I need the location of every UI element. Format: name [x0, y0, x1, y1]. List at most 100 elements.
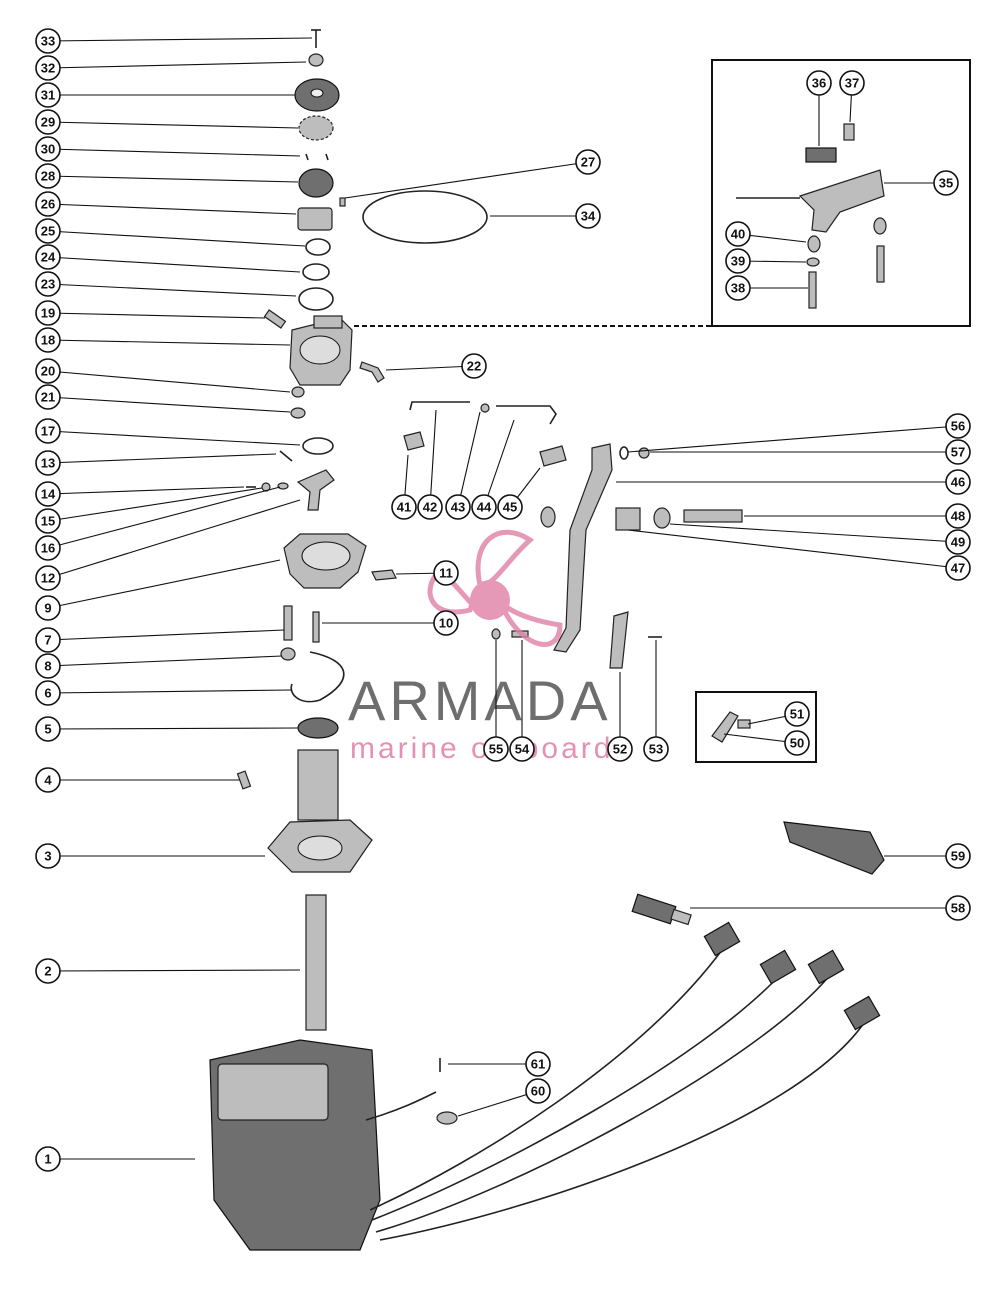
callout-number: 15 — [41, 514, 55, 529]
part-31-gear — [294, 78, 340, 112]
leader-line-14 — [47, 486, 245, 495]
callout-7: 7 — [35, 627, 61, 653]
part-35-nut-right — [873, 217, 887, 235]
part-46-throttle-arm — [553, 443, 613, 653]
leader-line-42 — [429, 409, 437, 508]
callout-8: 8 — [35, 653, 61, 679]
leader-line-21 — [47, 396, 291, 413]
callout-number: 44 — [477, 500, 492, 515]
callout-number: 40 — [731, 227, 745, 242]
part-29-gear — [298, 115, 334, 141]
part-36-block — [805, 147, 837, 163]
callout-52: 52 — [607, 736, 633, 762]
callout-number: 18 — [41, 333, 55, 348]
callout-number: 2 — [44, 964, 51, 979]
leader-line-47 — [627, 529, 959, 569]
callout-number: 51 — [790, 707, 804, 722]
part-32-nut — [308, 53, 324, 67]
part-35-screw-right — [876, 245, 885, 283]
callout-59: 59 — [945, 843, 971, 869]
callout-31: 31 — [35, 82, 61, 108]
part-7-stud — [283, 605, 293, 641]
part-27-pin — [339, 197, 346, 207]
part-9-clamp-housing — [283, 533, 367, 589]
callout-17: 17 — [35, 418, 61, 444]
callout-number: 61 — [531, 1057, 545, 1072]
callout-number: 1 — [44, 1152, 51, 1167]
part-39-washer — [806, 257, 820, 267]
callout-50: 50 — [784, 730, 810, 756]
part-60-washer — [436, 1111, 458, 1125]
callout-number: 39 — [731, 254, 745, 269]
leader-line-20 — [47, 370, 291, 393]
callout-number: 27 — [581, 155, 595, 170]
leader-line-6 — [47, 689, 293, 694]
part-48-bolt — [683, 509, 743, 523]
callout-number: 19 — [41, 306, 55, 321]
callout-number: 28 — [41, 169, 55, 184]
callout-21: 21 — [35, 384, 61, 410]
leader-line-43 — [457, 411, 481, 508]
callout-58: 58 — [945, 895, 971, 921]
leader-line-18 — [47, 339, 291, 346]
part-2-shaft — [305, 894, 327, 1031]
callout-number: 29 — [41, 115, 55, 130]
callout-number: 13 — [41, 456, 55, 471]
leader-line-26 — [47, 203, 297, 215]
leader-line-56 — [627, 425, 959, 453]
leader-line-60 — [457, 1090, 539, 1117]
callout-9: 9 — [35, 595, 61, 621]
callout-61: 61 — [525, 1051, 551, 1077]
callout-49: 49 — [945, 529, 971, 555]
leader-line-29 — [47, 121, 299, 129]
callout-47: 47 — [945, 555, 971, 581]
leader-line-5 — [47, 727, 299, 730]
callout-number: 5 — [44, 722, 51, 737]
part-26-cam — [297, 207, 333, 231]
part-47-spacer — [615, 507, 641, 531]
callout-number: 36 — [812, 76, 826, 91]
callout-38: 38 — [725, 275, 751, 301]
leader-line-12 — [47, 499, 301, 579]
callout-16: 16 — [35, 535, 61, 561]
part-55-nut — [491, 628, 501, 640]
callout-26: 26 — [35, 191, 61, 217]
part-37-screw — [843, 123, 855, 141]
leader-line-16 — [47, 486, 281, 549]
part-50-link — [711, 711, 739, 743]
callout-number: 52 — [613, 742, 627, 757]
part-1-distributor — [209, 1039, 437, 1251]
callout-44: 44 — [471, 494, 497, 520]
part-illustrations — [209, 29, 971, 1251]
callout-5: 5 — [35, 716, 61, 742]
part-25-ring — [305, 238, 331, 256]
part-57-nut — [638, 447, 650, 459]
part-28-rotor — [298, 168, 334, 198]
callout-10: 10 — [433, 610, 459, 636]
callout-number: 49 — [951, 535, 965, 550]
leader-line-28 — [47, 175, 299, 183]
callout-number: 22 — [467, 359, 481, 374]
part-17-ring — [302, 437, 334, 455]
callout-number: 58 — [951, 901, 965, 916]
callout-number: 33 — [41, 34, 55, 49]
callout-35: 35 — [933, 170, 959, 196]
callout-number: 38 — [731, 281, 745, 296]
callout-number: 57 — [951, 445, 965, 460]
callout-22: 22 — [461, 353, 487, 379]
part-13-screw — [279, 450, 293, 462]
part-40-bushing — [807, 235, 821, 253]
callout-number: 60 — [531, 1084, 545, 1099]
callout-30: 30 — [35, 136, 61, 162]
callout-25: 25 — [35, 218, 61, 244]
callout-number: 41 — [397, 500, 411, 515]
leader-line-13 — [47, 453, 277, 464]
callout-6: 6 — [35, 680, 61, 706]
callout-layer: 3332312930282625242319182021171314151612… — [35, 28, 971, 1172]
part-34-belt — [362, 190, 488, 244]
callout-number: 11 — [439, 566, 453, 581]
part-38-screw — [808, 271, 817, 309]
callout-number: 53 — [649, 742, 663, 757]
part-49-washer — [653, 507, 671, 529]
callout-number: 7 — [44, 633, 51, 648]
